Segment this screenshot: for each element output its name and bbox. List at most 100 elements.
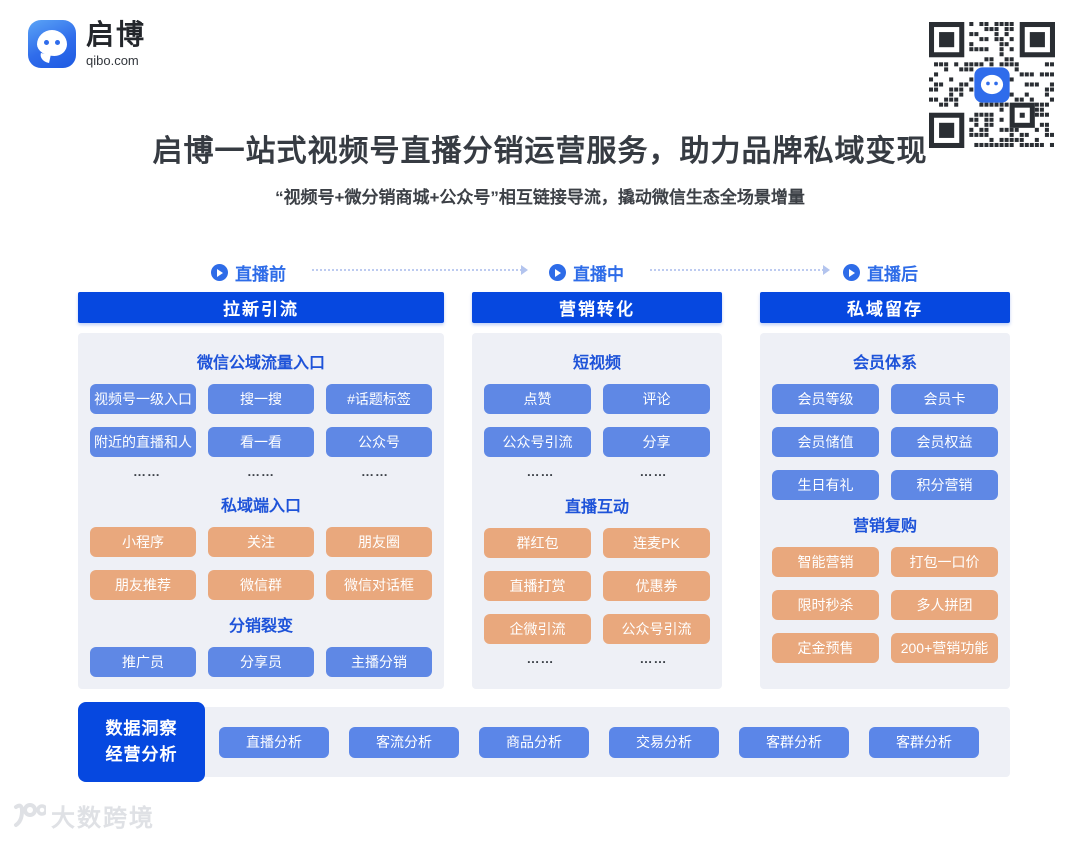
phase-text: 直播前 (235, 265, 286, 284)
brand-text: 启博 qibo.com (86, 19, 147, 68)
feature-chip: 视频号一级入口 (90, 384, 196, 414)
feature-chip: 朋友圈 (326, 527, 432, 557)
column-body: 会员体系会员等级会员卡会员储值会员权益生日有礼积分营销营销复购智能营销打包一口价… (760, 333, 1010, 689)
page-subtitle: “视频号+微分销商城+公众号”相互链接导流，撬动微信生态全场景增量 (275, 188, 805, 207)
feature-chip: 评论 (603, 384, 710, 414)
feature-chip: 关注 (208, 527, 314, 557)
column-header: 拉新引流 (78, 292, 444, 323)
analysis-chip: 商品分析 (479, 726, 589, 758)
feature-chip: 限时秒杀 (772, 590, 879, 620)
feature-chip: 公众号 (326, 427, 432, 457)
feature-chip: 小程序 (90, 527, 196, 557)
ellipsis-row: …… …… (484, 651, 710, 668)
column-header: 私域留存 (760, 292, 1010, 323)
feature-chip: 看一看 (208, 427, 314, 457)
feature-chip: 会员权益 (891, 427, 998, 457)
feature-chip: 朋友推荐 (90, 570, 196, 600)
section-title: 微信公域流量入口 (196, 355, 325, 372)
chip-grid: 推广员分享员主播分销 (90, 647, 432, 677)
feature-chip: 分享 (603, 427, 710, 457)
feature-chip: 优惠券 (603, 571, 710, 601)
ellipsis: …… (639, 651, 668, 666)
ellipsis: …… (247, 464, 275, 479)
feature-chip: 会员等级 (772, 384, 879, 414)
feature-chip: 多人拼团 (891, 590, 998, 620)
feature-chip: 搜一搜 (208, 384, 314, 414)
feature-chip: 智能营销 (772, 547, 879, 577)
feature-chip: 打包一口价 (891, 547, 998, 577)
feature-chip: 推广员 (90, 647, 196, 677)
feature-chip: 微信群 (208, 570, 314, 600)
feature-chip: 会员储值 (772, 427, 879, 457)
brand-domain: qibo.com (86, 52, 139, 68)
ellipsis: …… (133, 464, 161, 479)
phase-text: 直播中 (573, 265, 624, 284)
play-icon (843, 264, 860, 281)
chip-grid: 会员等级会员卡会员储值会员权益生日有礼积分营销 (772, 384, 998, 500)
brand-name: 启博 (86, 19, 147, 51)
column-header: 营销转化 (472, 292, 722, 323)
ellipsis-row: …… …… …… (90, 464, 432, 480)
analysis-chip: 客群分析 (739, 726, 849, 758)
feature-chip: 积分营销 (891, 470, 998, 500)
chip-grid: 视频号一级入口搜一搜 #话题标签附近的直播和人看一看公众号 (90, 384, 432, 457)
section-title: 私域端入口 (220, 498, 301, 515)
feature-chip: 附近的直播和人 (90, 427, 196, 457)
feature-chip: 公众号引流 (484, 427, 591, 457)
chip-grid: 群红包连麦PK 直播打赏优惠券企微引流公众号引流 (484, 528, 710, 644)
chat-tail-icon (39, 53, 51, 63)
section-title: 分销裂变 (228, 618, 293, 635)
page-title: 启博一站式视频号直播分销运营服务，助力品牌私域变现 (152, 135, 928, 168)
phase-label-before-live: 直播前 (211, 260, 286, 285)
section-title: 会员体系 (852, 355, 917, 372)
watermark-text: 大数跨境 (51, 805, 155, 832)
phase-text: 直播后 (867, 265, 918, 284)
data-insight-line: 经营分析 (105, 745, 178, 764)
data-insight-line: 数据洞察 (105, 718, 178, 738)
chip-grid: 点赞评论公众号引流分享 (484, 384, 710, 457)
feature-chip: 连麦PK (603, 528, 710, 558)
feature-chip: 微信对话框 (326, 570, 432, 600)
feature-chip: 主播分销 (326, 647, 432, 677)
feature-chip: 生日有礼 (772, 470, 879, 500)
section-title: 直播互动 (564, 499, 629, 516)
watermark-logo-icon (14, 802, 46, 827)
feature-chip: 直播打赏 (484, 571, 591, 601)
data-insight-box: 数据洞察 经营分析 (78, 702, 205, 782)
feature-chip: 定金预售 (772, 633, 879, 663)
feature-chip: 会员卡 (891, 384, 998, 414)
feature-chip: 分享员 (208, 647, 314, 677)
feature-chip: 公众号引流 (603, 614, 710, 644)
phase-label-during-live: 直播中 (549, 260, 624, 285)
analysis-strip: 直播分析客流分析商品分析交易分析客群分析客群分析 (200, 707, 1010, 777)
chip-grid: 小程序关注朋友圈朋友推荐微信群微信对话框 (90, 527, 432, 600)
feature-chip: 群红包 (484, 528, 591, 558)
analysis-chip: 交易分析 (609, 726, 719, 758)
chip-grid: 智能营销打包一口价限时秒杀多人拼团定金预售 200+营销功能 (772, 547, 998, 663)
play-icon (211, 264, 228, 281)
ellipsis: …… (526, 464, 555, 479)
feature-chip: 企微引流 (484, 614, 591, 644)
phase-label-after-live: 直播后 (843, 260, 918, 285)
play-icon (549, 264, 566, 281)
ellipsis: …… (526, 651, 555, 666)
brand-logo: 启博 qibo.com (28, 19, 147, 68)
analysis-chip: 客流分析 (349, 726, 459, 758)
section-title: 短视频 (572, 355, 621, 372)
feature-chip: 点赞 (484, 384, 591, 414)
chat-face-icon (37, 30, 67, 56)
ellipsis: …… (639, 464, 668, 479)
watermark: 大数跨境 (12, 798, 155, 833)
analysis-chip: 客群分析 (869, 726, 979, 758)
feature-chip: 200+营销功能 (891, 633, 998, 663)
feature-chip: #话题标签 (326, 384, 432, 414)
qr-code (929, 22, 1055, 148)
ellipsis-row: …… …… (484, 464, 710, 481)
ellipsis: …… (361, 464, 389, 479)
flow-arrow (312, 265, 528, 275)
analysis-chip: 直播分析 (219, 726, 329, 758)
column-body: 微信公域流量入口视频号一级入口搜一搜#话题标签附近的直播和人看一看公众号…………… (78, 333, 444, 689)
qibo-chat-bubble-icon (28, 20, 76, 68)
